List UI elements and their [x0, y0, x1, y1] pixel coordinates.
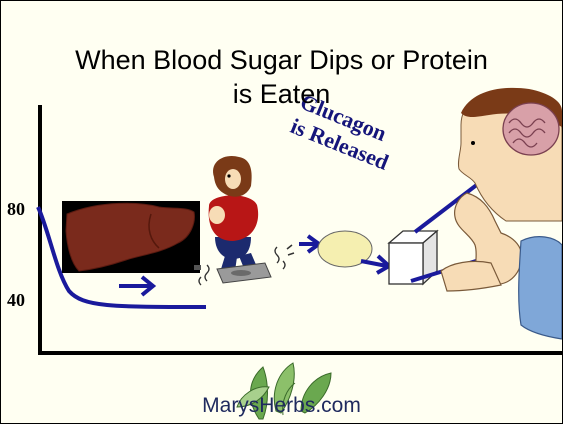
liver-output-arrow — [119, 277, 153, 295]
axis-tick-lower: 40 — [7, 290, 25, 311]
slide-title-line-2: is Eaten — [1, 79, 562, 109]
secretion-marks — [287, 245, 294, 255]
footer-website: MarysHerbs.com — [1, 394, 562, 418]
woman-on-scale-image — [199, 156, 285, 285]
liver-image — [62, 201, 201, 273]
pancreas-input-arrow — [299, 236, 319, 252]
slide-title-line-1: When Blood Sugar Dips or Protein — [1, 45, 562, 75]
axis-tick-upper: 80 — [7, 199, 25, 220]
